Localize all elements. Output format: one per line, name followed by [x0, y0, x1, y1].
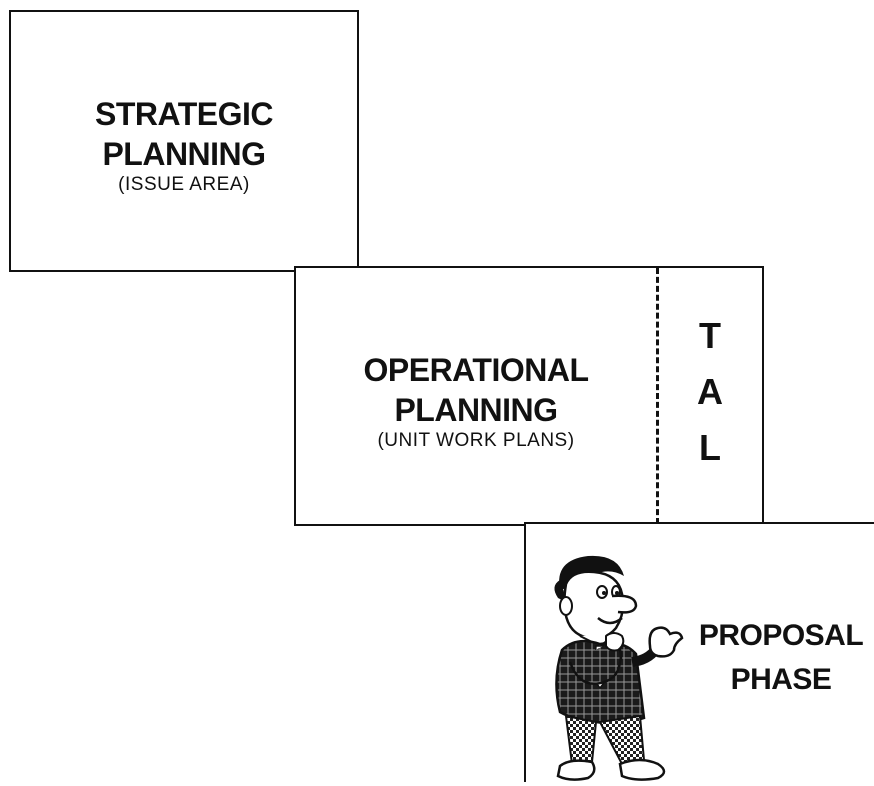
- operational-planning-box: OPERATIONAL PLANNING (UNIT WORK PLANS) T…: [294, 266, 764, 526]
- thinking-man-cartoon-icon: [554, 555, 684, 781]
- proposal-phase-label: PROPOSAL PHASE: [688, 614, 874, 702]
- strategic-subtitle: (ISSUE AREA): [118, 174, 250, 195]
- tal-letter-t: T: [699, 315, 721, 356]
- strategic-planning-box: STRATEGIC PLANNING (ISSUE AREA): [9, 10, 359, 272]
- proposal-title-line1: PROPOSAL: [698, 619, 864, 652]
- tal-letter-l: L: [699, 427, 721, 468]
- operational-planning-label: OPERATIONAL PLANNING (UNIT WORK PLANS): [296, 350, 656, 452]
- tal-label: T A L: [658, 308, 762, 476]
- operational-title-line2: PLANNING: [394, 392, 558, 428]
- strategic-title-line1: STRATEGIC: [94, 96, 274, 132]
- tal-letter-a: A: [697, 371, 723, 412]
- strategic-planning-label: STRATEGIC PLANNING (ISSUE AREA): [11, 94, 357, 196]
- dashed-divider: [656, 268, 659, 524]
- strategic-title-line2: PLANNING: [102, 136, 266, 172]
- operational-title-line1: OPERATIONAL: [363, 352, 589, 388]
- proposal-phase-box: PROPOSAL PHASE: [524, 522, 874, 782]
- operational-subtitle: (UNIT WORK PLANS): [377, 430, 575, 451]
- proposal-title-line2: PHASE: [730, 663, 832, 696]
